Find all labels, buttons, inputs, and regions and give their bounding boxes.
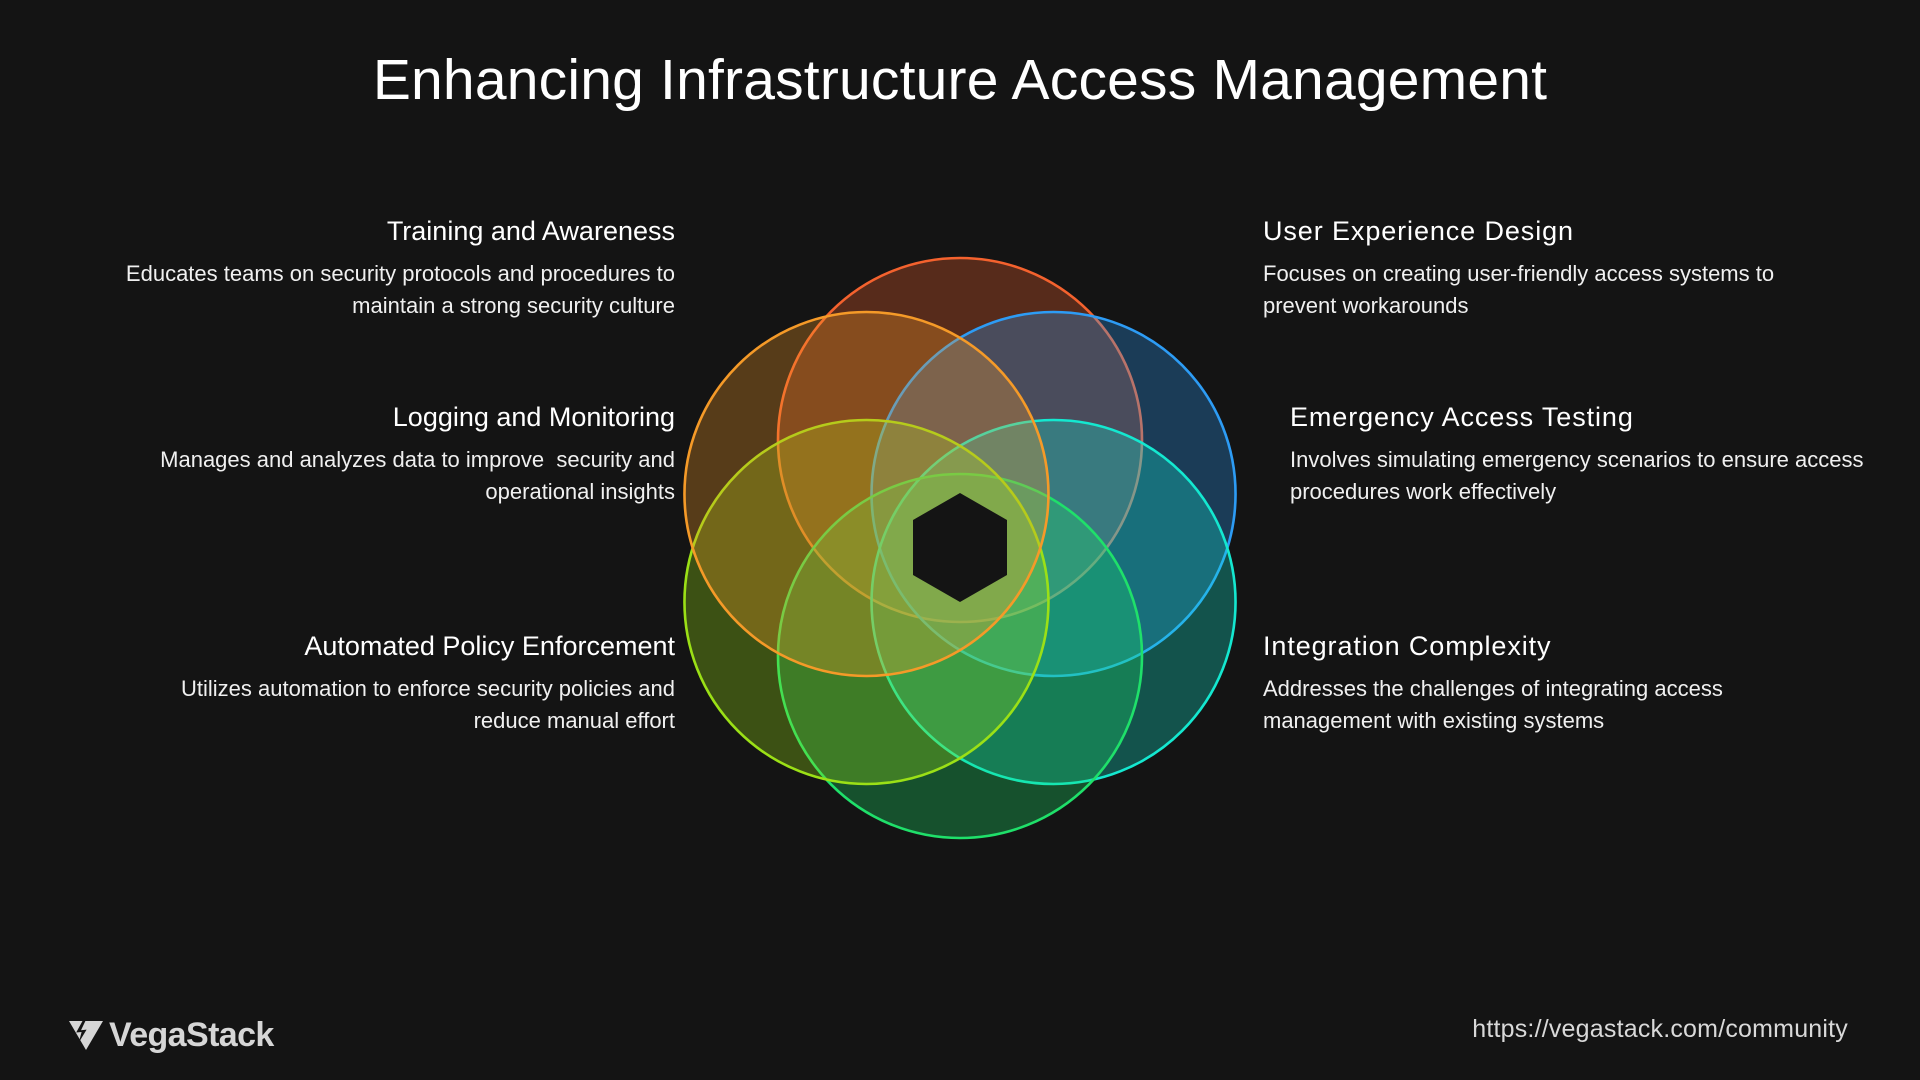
pinwheel-petal-user-experience-design xyxy=(870,310,1237,678)
feature-body: Manages and analyzes data to improve sec… xyxy=(160,446,682,504)
pinwheel-petal-logging-and-monitoring xyxy=(683,310,1050,678)
feature-body: Utilizes automation to enforce security … xyxy=(180,675,682,733)
feature-heading: Integration Complexity xyxy=(1263,631,1552,661)
feature-heading: Automated Policy Enforcement xyxy=(304,631,675,661)
feature-heading: Logging and Monitoring xyxy=(392,402,675,432)
feature-heading: User Experience Design xyxy=(1263,216,1574,246)
pinwheel-petal-integration-complexity xyxy=(776,472,1144,840)
feature-heading: Training and Awareness xyxy=(386,216,675,246)
feature-body: Involves simulating emergency scenarios … xyxy=(1290,446,1870,504)
vega-v-bolt-icon xyxy=(69,1021,103,1050)
brand-logo: VegaStack xyxy=(68,1018,274,1052)
footer-url: https://vegastack.com/community xyxy=(1472,1015,1848,1043)
feature-body: Focuses on creating user-friendly access… xyxy=(1263,260,1781,318)
feature-heading: Emergency Access Testing xyxy=(1290,402,1634,432)
pinwheel-petal-automated-policy-enforcement xyxy=(683,418,1050,786)
pinwheel-petal-emergency-access-testing xyxy=(870,418,1237,786)
feature-block-emergency-access-testing: Emergency Access Testing Involves simula… xyxy=(1290,401,1870,508)
pinwheel-diagram xyxy=(650,238,1270,858)
feature-block-logging-and-monitoring: Logging and Monitoring Manages and analy… xyxy=(115,401,675,508)
pinwheel-svg xyxy=(683,256,1237,840)
brand-logo-text: VegaStack xyxy=(109,1016,274,1054)
feature-block-user-experience-design: User Experience Design Focuses on creati… xyxy=(1263,215,1843,322)
feature-body: Educates teams on security protocols and… xyxy=(125,260,682,318)
pinwheel-petal-training-and-awareness xyxy=(776,256,1144,624)
feature-block-automated-policy-enforcement: Automated Policy Enforcement Utilizes au… xyxy=(115,630,675,737)
feature-block-integration-complexity: Integration Complexity Addresses the cha… xyxy=(1263,630,1843,737)
page-title: Enhancing Infrastructure Access Manageme… xyxy=(372,48,1548,112)
feature-block-training-and-awareness: Training and Awareness Educates teams on… xyxy=(115,215,675,322)
feature-body: Addresses the challenges of integrating … xyxy=(1263,675,1729,733)
